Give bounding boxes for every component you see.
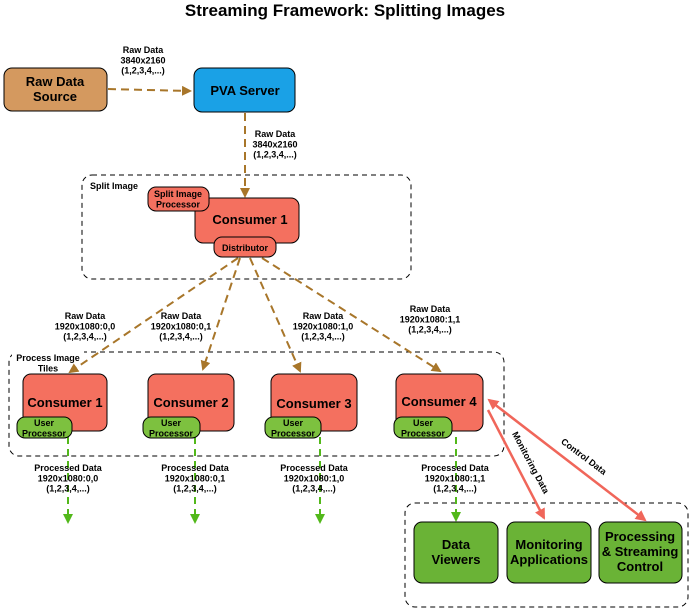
process-tiles-label-bg bbox=[12, 350, 84, 372]
tile-consumer-label: Consumer 1 bbox=[27, 395, 102, 410]
processing-control-node bbox=[598, 521, 683, 584]
tile-consumer-label: Consumer 2 bbox=[153, 395, 228, 410]
split-image-group bbox=[81, 174, 412, 280]
raw-data-source-node bbox=[3, 67, 108, 112]
tile-consumer-label: Consumer 3 bbox=[276, 396, 351, 411]
split-image-processor bbox=[147, 186, 210, 212]
user-processor bbox=[142, 416, 201, 439]
distributor bbox=[213, 236, 277, 258]
arrow-control-data bbox=[487, 398, 647, 522]
split-image-group-label: Split Image bbox=[90, 181, 138, 191]
tile-consumer-label: Consumer 4 bbox=[401, 394, 477, 409]
arrow-source-to-server bbox=[107, 85, 192, 96]
pva-server-node bbox=[193, 67, 296, 113]
distributor-label: Distributor bbox=[222, 243, 268, 253]
user-processor bbox=[16, 416, 73, 439]
arrow-tile-4 bbox=[261, 257, 442, 373]
arrow-tile-1 bbox=[68, 257, 239, 374]
user-processor bbox=[393, 416, 453, 439]
user-processor bbox=[264, 416, 322, 439]
split-consumer-label: Consumer 1 bbox=[212, 212, 287, 227]
diagram-title: Streaming Framework: Splitting Images bbox=[185, 1, 505, 20]
label-control-data: Control Data bbox=[559, 436, 609, 477]
monitoring-applications-node bbox=[506, 521, 592, 584]
arrow-tile-2 bbox=[200, 257, 241, 371]
data-viewers-node bbox=[413, 521, 499, 584]
pva-server-label: PVA Server bbox=[210, 83, 279, 98]
arrow-tile-3 bbox=[249, 257, 302, 373]
